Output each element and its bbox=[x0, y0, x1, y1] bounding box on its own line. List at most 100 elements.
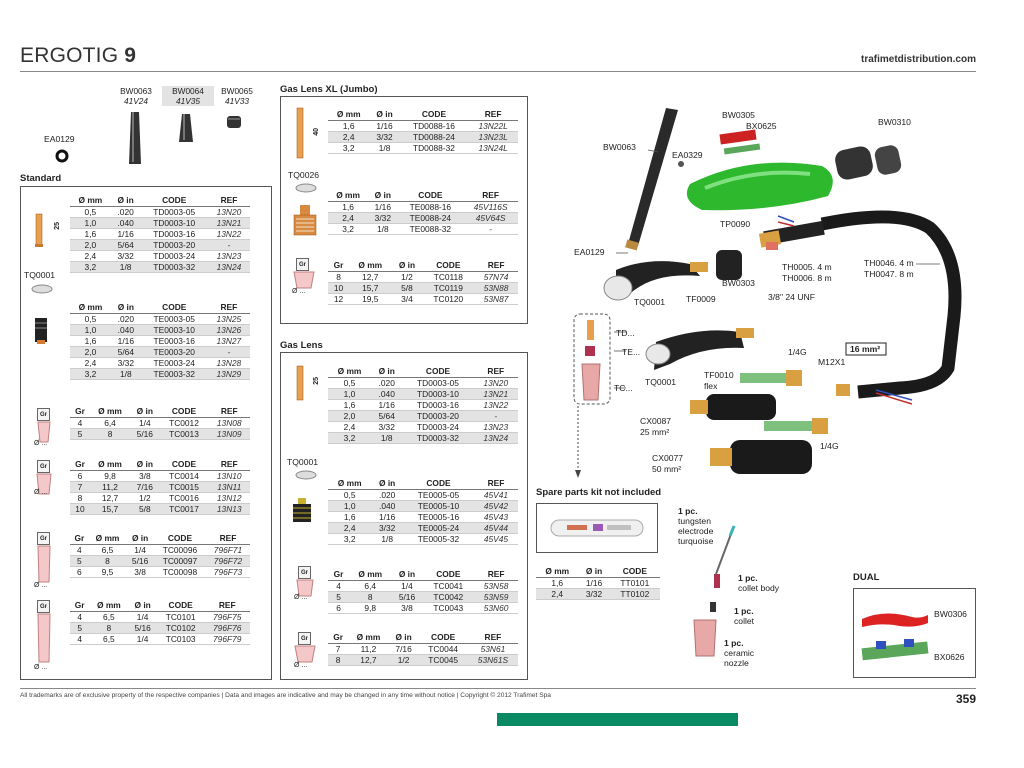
nozzle-label-2: nozzle bbox=[724, 658, 749, 668]
table-cell: 3/32 bbox=[368, 212, 398, 224]
green-switch-pcb-icon bbox=[861, 641, 929, 661]
tf0009-label: TF0009 bbox=[686, 294, 716, 304]
accent-bar bbox=[497, 713, 738, 726]
table-cell: TE0005-24 bbox=[403, 522, 474, 534]
table-cell: TC0101 bbox=[156, 611, 205, 623]
table-cell: 3,2 bbox=[70, 368, 111, 380]
ref-cell: 13N24 bbox=[207, 261, 250, 273]
bw0305-label: BW0305 bbox=[722, 110, 755, 120]
column-header: REF bbox=[473, 478, 518, 490]
back-caps-images bbox=[129, 112, 241, 164]
collet-label: collet bbox=[734, 616, 755, 626]
table-cell: TD0003-10 bbox=[140, 217, 208, 229]
table-cell: 5/64 bbox=[370, 410, 403, 422]
cap-code: BW0063 bbox=[120, 86, 152, 96]
table-cell: TC0041 bbox=[422, 580, 475, 592]
table-cell: 3/32 bbox=[110, 250, 141, 262]
table-cell: 1/16 bbox=[110, 228, 141, 240]
table-cell: 4 bbox=[70, 544, 89, 556]
ref-cell: 53N61S bbox=[467, 654, 518, 666]
dual-panel bbox=[853, 588, 976, 678]
dual-parts-image bbox=[861, 613, 929, 661]
ref-cell: 796F76 bbox=[204, 622, 250, 634]
table-cell: 3/32 bbox=[369, 131, 400, 143]
table-cell: 2,4 bbox=[328, 212, 369, 224]
table-cell: .020 bbox=[110, 206, 141, 218]
column-header: Gr bbox=[70, 533, 89, 545]
table-cell: TE0088-16 bbox=[397, 201, 464, 213]
top-divider bbox=[20, 71, 976, 72]
tq0001-diagram-label: TQ0001 bbox=[634, 297, 666, 307]
table-cell: 6 bbox=[328, 602, 350, 614]
table-cell: TC0119 bbox=[422, 282, 475, 294]
ref-cell: - bbox=[207, 239, 250, 251]
table-cell: 8 bbox=[328, 654, 349, 666]
column-header: Ø in bbox=[388, 632, 419, 644]
ref-cell: 13N27 bbox=[207, 335, 250, 347]
table-cell: 3,2 bbox=[328, 142, 370, 154]
site-url[interactable]: trafimetdistribution.com bbox=[860, 54, 976, 65]
spare-kit-title: Spare parts kit not included bbox=[536, 487, 662, 498]
table-cell: 3/32 bbox=[370, 421, 403, 433]
torch-exploded-diagram bbox=[573, 108, 962, 478]
column-header: Ø in bbox=[578, 566, 610, 578]
gas-lens-title: Gas Lens bbox=[280, 340, 323, 351]
table-cell: 5/16 bbox=[128, 622, 157, 634]
tc-label: TC... bbox=[614, 383, 633, 393]
thread-label: 3/8" 24 UNF bbox=[768, 292, 815, 302]
table-cell: TE0003-24 bbox=[140, 357, 208, 369]
table-cell: 1,6 bbox=[328, 201, 369, 213]
th0005-label: TH0005. 4 m bbox=[782, 262, 832, 272]
column-header: Ø mm bbox=[89, 459, 131, 471]
ref-cell: 13N22L bbox=[468, 120, 518, 132]
column-header: Ø in bbox=[369, 109, 400, 121]
bw0310-label: BW0310 bbox=[878, 117, 911, 127]
consumables-group-outline bbox=[573, 313, 611, 405]
table-cell: 8 bbox=[89, 622, 129, 634]
gas-lens-body-icon bbox=[293, 205, 317, 236]
cx0077-size-label: 50 mm² bbox=[652, 464, 682, 474]
ref-cell: 13N28 bbox=[207, 357, 250, 369]
column-header: CODE bbox=[159, 459, 209, 471]
column-header: REF bbox=[467, 632, 518, 644]
table-cell: 2,4 bbox=[328, 131, 370, 143]
cap-code: BW0064 bbox=[172, 86, 204, 96]
collet-body-qty: 1 pc. bbox=[738, 573, 758, 583]
table-cell: 7 bbox=[328, 643, 349, 655]
collet-body-icon bbox=[35, 318, 47, 344]
table-cell: .020 bbox=[371, 489, 404, 501]
table-cell: TE0005-16 bbox=[403, 511, 474, 523]
gr-badge: Gr bbox=[37, 460, 50, 473]
gas-lens-body-icon bbox=[293, 498, 311, 522]
ref-cell: 13N22 bbox=[473, 399, 518, 411]
diameter-label: Ø ... bbox=[292, 288, 306, 295]
flex-label: flex bbox=[704, 381, 718, 391]
red-switch-icon bbox=[862, 613, 928, 627]
ref-cell: 13N10 bbox=[208, 470, 250, 482]
column-header: Ø mm bbox=[70, 195, 111, 207]
m12-label: M12X1 bbox=[818, 357, 846, 367]
table-cell: 5/8 bbox=[391, 282, 423, 294]
table-cell: 3/4 bbox=[391, 293, 423, 305]
back-caps-row: BW0063 41V24 BW0064 41V35 BW0065 41V33 bbox=[110, 86, 260, 106]
table-cell: 2,0 bbox=[70, 346, 111, 358]
control-wires-icon bbox=[777, 215, 795, 227]
column-header: Ø in bbox=[391, 260, 423, 272]
table-cell: TD0003-05 bbox=[402, 377, 474, 389]
ref-cell: 57N74 bbox=[474, 271, 518, 283]
ref-cell: 53N58 bbox=[474, 580, 518, 592]
table-cell: 1/8 bbox=[371, 533, 404, 545]
